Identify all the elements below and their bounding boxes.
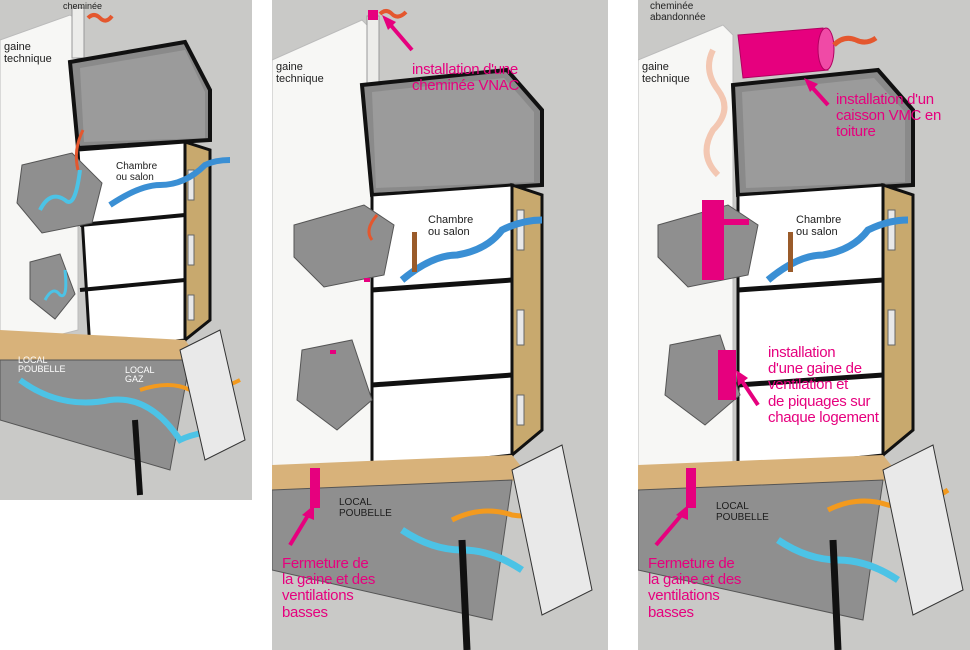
duct-install-annotation: installation d'une gaine de ventilation … [768,344,879,426]
panel-vnac: gaine technique Chambre ou salon LOCAL P… [272,0,608,650]
building-cutaway-vmc [638,0,970,650]
local-poubelle-label: LOCAL POUBELLE [716,501,769,523]
room-label: Chambre ou salon [428,214,474,238]
local-poubelle-label: LOCAL POUBELLE [339,497,392,519]
local-gaz-label: LOCAL GAZ [125,365,155,385]
room-label: Chambre ou salon [116,161,158,183]
building-cutaway-before [0,0,252,500]
closure-annotation: Fermeture de la gaine et des ventilation… [648,555,742,621]
closure-annotation: Fermeture de la gaine et des ventilation… [282,555,376,621]
room-label: Chambre ou salon [796,214,842,238]
caisson-install-annotation: installation d'un caisson VMC en toiture [836,91,942,141]
abandoned-chimney-label: cheminée abandonnée [650,1,706,23]
panel-vmc: cheminée abandonnée gaine technique Cham… [638,0,970,650]
building-cutaway-vnac [272,0,608,650]
chimney-label: cheminée [63,1,103,11]
local-poubelle-label: LOCAL POUBELLE [18,355,66,375]
gaine-technique-label: gaine technique [276,61,324,85]
gaine-technique-label: gaine technique [4,41,52,65]
chimney-install-annotation: installation d'une cheminée VNAC [412,61,519,95]
panel-before: cheminée gaine technique Chambre ou salo… [0,0,252,500]
gaine-technique-label: gaine technique [642,61,690,85]
